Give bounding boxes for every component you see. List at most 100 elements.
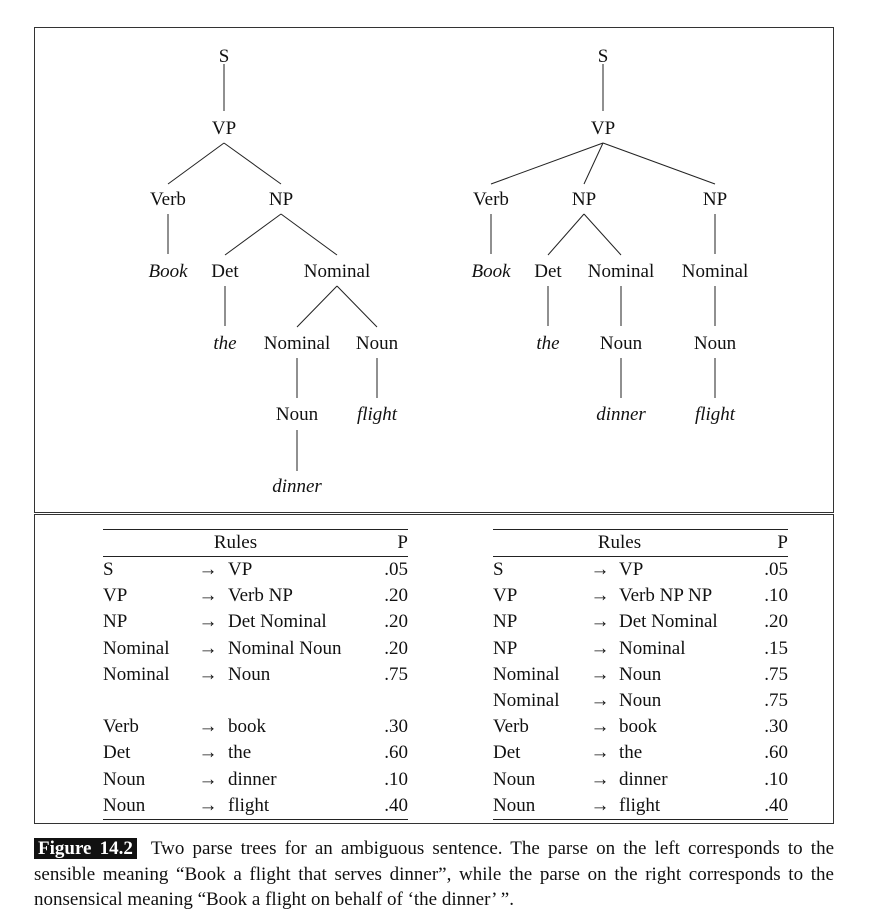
rule-lhs (103, 688, 188, 714)
rule-row: S → VP .05 (493, 557, 788, 584)
right-tree-nodes: S VP Verb NP NP Book Det Nominal Nominal… (471, 46, 748, 425)
rule-rhs: book (619, 716, 657, 738)
node-det: Det (534, 261, 562, 282)
rule-arrow: → (590, 637, 610, 659)
rule-probability: .40 (746, 792, 788, 820)
rule-arrow: → (198, 742, 218, 764)
rule-arrow: → (590, 663, 610, 685)
rule-lhs: NP (103, 611, 128, 633)
rule-rhs: Noun (619, 690, 662, 712)
rule-arrow: → (590, 690, 610, 712)
node-np: NP (572, 189, 596, 210)
node-noun: Noun (694, 333, 737, 354)
rule-probability: .30 (384, 716, 408, 738)
leaf-dinner: dinner (596, 404, 646, 425)
probability-header: P (368, 529, 408, 557)
rule-arrow (188, 688, 228, 714)
rule-lhs: Noun (103, 768, 146, 790)
rule-row: Noun→dinner.10 (103, 767, 408, 793)
rule-probability: .30 (764, 716, 788, 738)
probability-header: P (746, 529, 788, 557)
rule-probability: .05 (764, 559, 788, 581)
parse-trees-svg: S VP Verb NP Book Det Nominal the Nomina… (148, 46, 748, 497)
rule-row: Verb→book.30 (493, 714, 788, 740)
rule-rhs: flight (228, 792, 368, 820)
node-np: NP (703, 189, 727, 210)
rule-rhs: the (228, 742, 252, 764)
rule-lhs: S (493, 559, 504, 581)
rule-row: NP→Det Nominal.20 (493, 609, 788, 635)
rule-rhs: VP (619, 559, 644, 581)
node-np: NP (269, 189, 293, 210)
rule-lhs: NP (493, 611, 518, 633)
rule-probability (368, 688, 408, 714)
node-noun: Noun (276, 404, 319, 425)
left-tree-nodes: S VP Verb NP Book Det Nominal the Nomina… (148, 46, 398, 497)
node-nominal: Nominal (304, 261, 371, 282)
rule-rhs: flight (619, 792, 746, 820)
rule-arrow: → (198, 637, 218, 659)
rule-probability: .75 (764, 690, 788, 712)
rule-row: Noun→flight.40 (103, 792, 408, 820)
node-verb: Verb (473, 189, 509, 210)
rules-header: Rules (493, 529, 746, 557)
rule-probability: .20 (384, 637, 408, 659)
node-vp: VP (212, 118, 236, 139)
rule-rhs: dinner (228, 768, 277, 790)
rule-arrow: → (198, 559, 218, 581)
rule-row: Nominal→Noun.75 (493, 662, 788, 688)
rule-lhs: Verb (103, 716, 139, 738)
leaf-the: the (536, 333, 559, 354)
rule-lhs: S (103, 559, 114, 581)
rule-rhs: dinner (619, 768, 668, 790)
leaf-dinner: dinner (272, 476, 322, 497)
node-nominal: Nominal (264, 333, 331, 354)
rule-probability: .20 (764, 611, 788, 633)
rule-rhs: the (619, 742, 643, 764)
rule-arrow: → (198, 611, 218, 633)
node-noun: Noun (356, 333, 399, 354)
node-det: Det (211, 261, 239, 282)
rule-row: Nominal→Nominal Noun.20 (103, 636, 408, 662)
rule-row: Noun→dinner.10 (493, 767, 788, 793)
rule-probability: .40 (368, 792, 408, 820)
rule-rhs: Noun (228, 663, 271, 685)
rules-header: Rules (103, 529, 368, 557)
rule-arrow: → (198, 716, 218, 738)
leaf-flight: flight (695, 404, 736, 425)
rule-probability: .75 (384, 663, 408, 685)
leaf-book: Book (471, 261, 511, 282)
rule-rhs: VP (228, 559, 253, 581)
node-noun: Noun (600, 333, 643, 354)
rule-lhs: NP (493, 637, 518, 659)
rule-row: NP→Nominal.15 (493, 636, 788, 662)
rule-arrow: → (590, 559, 610, 581)
node-nominal: Nominal (682, 261, 749, 282)
rule-lhs: Verb (493, 716, 529, 738)
rule-row (103, 688, 408, 714)
rule-rhs (228, 688, 368, 714)
rule-lhs: Noun (493, 792, 581, 820)
leaf-the: the (213, 333, 236, 354)
leaf-flight: flight (357, 404, 398, 425)
right-tree-edges (490, 64, 716, 398)
rule-row: Nominal→Noun.75 (103, 662, 408, 688)
rule-row: S→VP.05 (103, 557, 408, 584)
node-nominal: Nominal (588, 261, 655, 282)
rule-rhs: Nominal (619, 637, 686, 659)
caption-text: Two parse trees for an ambiguous sentenc… (34, 838, 834, 910)
rule-row: VP→Verb NP.20 (103, 583, 408, 609)
rule-arrow: → (590, 768, 610, 790)
rule-row: Det→the.60 (493, 740, 788, 766)
rule-lhs: VP (493, 585, 518, 607)
rule-rhs: Verb NP (228, 585, 293, 607)
rule-row: Noun→flight.40 (493, 792, 788, 820)
rule-rhs: Noun (619, 663, 662, 685)
parse-trees-panel: S VP Verb NP Book Det Nominal the Nomina… (34, 27, 834, 513)
rule-row: Nominal→Noun.75 (493, 688, 788, 714)
rule-lhs: Nominal (103, 663, 170, 685)
